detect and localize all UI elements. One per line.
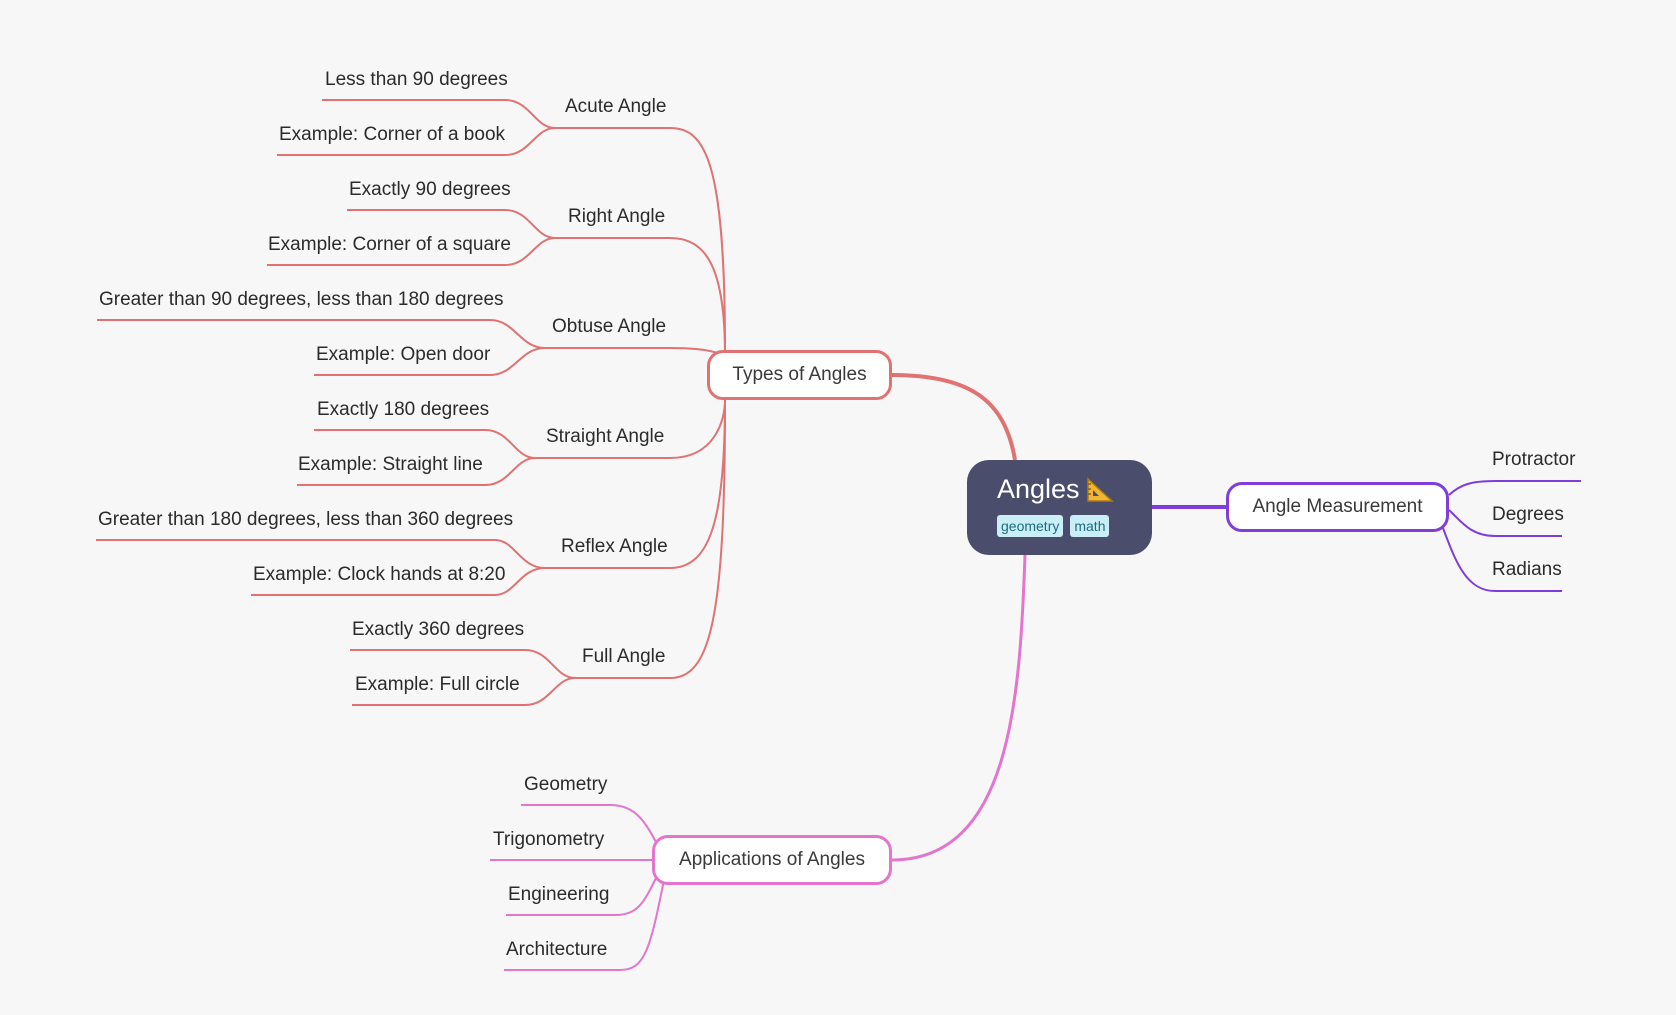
subtopic-radians[interactable]: Radians	[1492, 559, 1562, 580]
connector-root-types	[891, 373, 1017, 461]
detail-full-2[interactable]: Example: Full circle	[355, 674, 520, 695]
topic-label: Applications of Angles	[679, 849, 865, 870]
topic-label: Types of Angles	[732, 364, 867, 385]
subtopic-architecture[interactable]: Architecture	[506, 939, 608, 960]
detail-reflex-2[interactable]: Example: Clock hands at 8:20	[253, 564, 506, 585]
subtopic-reflex-angle[interactable]: Reflex Angle	[561, 536, 668, 557]
subtopic-acute-angle[interactable]: Acute Angle	[565, 96, 667, 117]
subtopic-straight-angle[interactable]: Straight Angle	[546, 426, 665, 447]
topic-angle-measurement[interactable]: Angle Measurement	[1226, 482, 1449, 532]
detail-straight-2[interactable]: Example: Straight line	[298, 454, 483, 475]
topic-types-of-angles[interactable]: Types of Angles	[707, 350, 892, 400]
detail-obtuse-1[interactable]: Greater than 90 degrees, less than 180 d…	[99, 289, 504, 310]
detail-straight-1[interactable]: Exactly 180 degrees	[317, 399, 490, 420]
detail-acute-1[interactable]: Less than 90 degrees	[325, 69, 508, 90]
subtopic-trigonometry[interactable]: Trigonometry	[493, 829, 605, 850]
subtopic-geometry[interactable]: Geometry	[524, 774, 608, 795]
detail-acute-2[interactable]: Example: Corner of a book	[279, 124, 506, 145]
detail-full-1[interactable]: Exactly 360 degrees	[352, 619, 525, 640]
root-title: Angles	[997, 474, 1080, 504]
topic-applications-of-angles[interactable]: Applications of Angles	[652, 835, 892, 885]
tag-geometry[interactable]: geometry	[997, 515, 1064, 537]
triangular-ruler-icon	[1086, 476, 1114, 502]
root-node[interactable]: Angles geometry math	[967, 460, 1152, 555]
subtopic-right-angle[interactable]: Right Angle	[568, 206, 666, 227]
tag-math[interactable]: math	[1070, 515, 1110, 537]
detail-right-2[interactable]: Example: Corner of a square	[268, 234, 511, 255]
subtopic-protractor[interactable]: Protractor	[1492, 449, 1576, 470]
connector-root-applications	[891, 554, 1027, 862]
detail-reflex-1[interactable]: Greater than 180 degrees, less than 360 …	[98, 509, 514, 530]
subtopic-obtuse-angle[interactable]: Obtuse Angle	[552, 316, 667, 337]
detail-obtuse-2[interactable]: Example: Open door	[316, 344, 491, 365]
subtopic-degrees[interactable]: Degrees	[1492, 504, 1564, 525]
detail-right-1[interactable]: Exactly 90 degrees	[349, 179, 511, 200]
subtopic-full-angle[interactable]: Full Angle	[582, 646, 666, 667]
subtopic-engineering[interactable]: Engineering	[508, 884, 610, 905]
topic-label: Angle Measurement	[1252, 496, 1423, 517]
